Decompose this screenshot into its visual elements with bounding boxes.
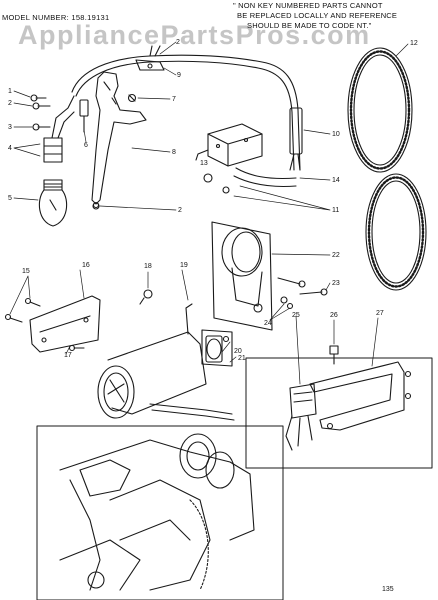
callout-5: 5 [8,195,12,202]
callout-9: 9 [177,72,181,79]
callout-17: 17 [64,352,72,359]
callout-16: 16 [82,262,90,269]
page-number: 135 [382,586,394,593]
callout-3: 3 [8,124,12,131]
machine-head-inset [36,425,284,600]
callout-18: 18 [144,263,152,270]
power-cord-harness [71,45,301,171]
parts-note-line: SHOULD BE MADE TO CODE NT." [247,21,372,30]
callout-26: 26 [330,312,338,319]
bracket-27 [309,361,412,431]
callout-2-bottom: 2 [178,207,182,214]
model-number-label: MODEL NUMBER: 158.19131 [2,13,110,22]
callout-6: 6 [84,142,88,149]
callout-21: 21 [238,355,246,362]
cord-clamp-9 [135,59,165,71]
controller-frame-25 [245,357,433,469]
callout-23: 23 [332,280,340,287]
clip-6 [79,99,89,133]
parts-note-line: BE REPLACED LOCALLY AND REFERENCE [237,11,398,20]
screw-15 [4,297,41,323]
wire-sleeve-10 [289,107,303,171]
callout-19: 19 [180,262,188,269]
callout-12: 12 [410,40,418,47]
drive-belt-12 [347,47,413,173]
callout-24: 24 [264,320,272,327]
lead-wires-14 [233,167,297,188]
nut-11 [203,173,230,194]
callout-25: 25 [292,312,300,319]
callout-15: 15 [22,268,30,275]
callout-27: 27 [376,310,384,317]
callout-13: 13 [200,160,208,167]
screw-23 [277,277,328,296]
callout-4: 4 [8,145,12,152]
part-21 [201,329,233,367]
controller-switch-25 [285,383,317,451]
screw-17 [68,344,85,352]
callout-2-top: 2 [176,39,180,46]
screw-2-bottom [92,202,100,210]
terminal-block-13 [195,123,263,167]
screw-18 [139,289,153,305]
motor-pulley-20 [205,335,230,363]
callout-2: 2 [8,100,12,107]
parts-note: " NON KEY NUMBERED PARTS CANNOT BE REPLA… [233,1,397,31]
screw-26 [329,345,339,365]
light-bracket-8 [91,71,147,209]
callout-1: 1 [8,88,12,95]
light-bulb-5 [38,179,68,227]
screw-1 [30,94,47,102]
motor-pulley-bracket-22 [211,221,273,331]
washer-24 [280,296,294,310]
callout-8: 8 [172,149,176,156]
callout-11: 11 [332,207,340,214]
parts-note-line: " NON KEY NUMBERED PARTS CANNOT [233,1,383,10]
leader-lines [9,41,409,385]
screw-2-left [32,102,51,110]
screw-3 [32,123,51,131]
callout-20: 20 [234,348,242,355]
drive-belt-alt [365,173,427,291]
watermark: AppliancePartsPros.com [18,20,371,50]
motor-bracket-16 [29,295,101,353]
lamp-socket-4 [43,95,75,163]
callout-14: 14 [332,177,340,184]
callout-10: 10 [332,131,340,138]
callout-7: 7 [172,96,176,103]
callout-22: 22 [332,252,340,259]
screw-7 [127,93,137,103]
